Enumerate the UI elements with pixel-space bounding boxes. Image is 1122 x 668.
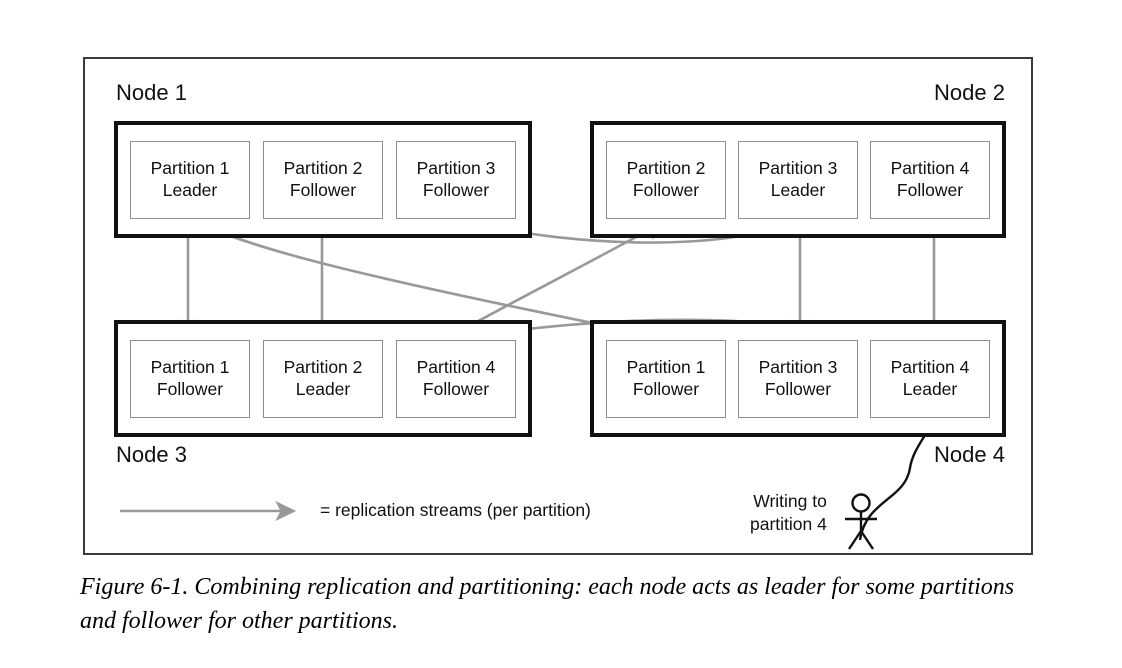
node-label-node-3: Node 3 [116, 442, 187, 467]
partition-role: Leader [902, 378, 958, 399]
partition-list-node-3: Partition 1 Follower Partition 2 Leader … [118, 324, 528, 433]
writer-annotation: Writing to partition 4 [750, 490, 827, 536]
partition-role: Follower [422, 378, 490, 399]
partition-list-node-1: Partition 1 Leader Partition 2 Follower … [118, 125, 528, 234]
partition-role: Follower [764, 378, 832, 399]
partition-role: Follower [156, 378, 224, 399]
partition-role: Follower [632, 179, 700, 200]
node-label-node-1: Node 1 [116, 80, 187, 105]
partition-name: Partition 3 [758, 356, 838, 377]
node-label-node-4: Node 4 [934, 442, 1005, 467]
partition-role: Leader [295, 378, 351, 399]
partition-cell[interactable]: Partition 2 Follower [606, 140, 726, 219]
partition-role: Follower [896, 179, 964, 200]
partition-name: Partition 2 [626, 157, 706, 178]
partition-name: Partition 4 [890, 157, 970, 178]
partition-cell[interactable]: Partition 1 Leader [130, 140, 250, 219]
node-container-node-2: Partition 2 Follower Partition 3 Leader … [590, 121, 1006, 238]
partition-cell[interactable]: Partition 3 Leader [738, 140, 858, 219]
node-label-node-2: Node 2 [934, 80, 1005, 105]
partition-list-node-4: Partition 1 Follower Partition 3 Followe… [594, 324, 1002, 433]
partition-cell[interactable]: Partition 3 Follower [738, 339, 858, 418]
partition-cell[interactable]: Partition 4 Follower [870, 140, 990, 219]
node-container-node-4: Partition 1 Follower Partition 3 Followe… [590, 320, 1006, 437]
partition-cell[interactable]: Partition 1 Follower [130, 339, 250, 418]
partition-cell[interactable]: Partition 4 Leader [870, 339, 990, 418]
partition-role: Leader [770, 179, 826, 200]
partition-role: Follower [422, 179, 490, 200]
legend: = replication streams (per partition) [118, 500, 591, 521]
node-container-node-3: Partition 1 Follower Partition 2 Leader … [114, 320, 532, 437]
partition-cell[interactable]: Partition 1 Follower [606, 339, 726, 418]
legend-arrow-icon [120, 500, 297, 521]
figure-caption: Figure 6-1. Combining replication and pa… [80, 574, 1015, 635]
partition-name: Partition 2 [283, 157, 363, 178]
writer-annotation-line-2: partition 4 [750, 514, 827, 535]
partition-cell[interactable]: Partition 2 Leader [263, 339, 383, 418]
node-container-node-1: Partition 1 Leader Partition 2 Follower … [114, 121, 532, 238]
partition-name: Partition 1 [150, 157, 230, 178]
partition-name: Partition 3 [416, 157, 496, 178]
partition-name: Partition 3 [758, 157, 838, 178]
partition-cell[interactable]: Partition 4 Follower [396, 339, 516, 418]
partition-cell[interactable]: Partition 3 Follower [396, 140, 516, 219]
partition-name: Partition 1 [150, 356, 230, 377]
partition-name: Partition 4 [890, 356, 970, 377]
partition-name: Partition 1 [626, 356, 706, 377]
partition-list-node-2: Partition 2 Follower Partition 3 Leader … [594, 125, 1002, 234]
partition-name: Partition 4 [416, 356, 496, 377]
partition-cell[interactable]: Partition 2 Follower [263, 140, 383, 219]
partition-role: Follower [632, 378, 700, 399]
partition-role: Follower [289, 179, 357, 200]
partition-name: Partition 2 [283, 356, 363, 377]
writer-annotation-line-1: Writing to [753, 491, 827, 511]
legend-label: = replication streams (per partition) [320, 500, 591, 520]
partition-role: Leader [162, 179, 218, 200]
